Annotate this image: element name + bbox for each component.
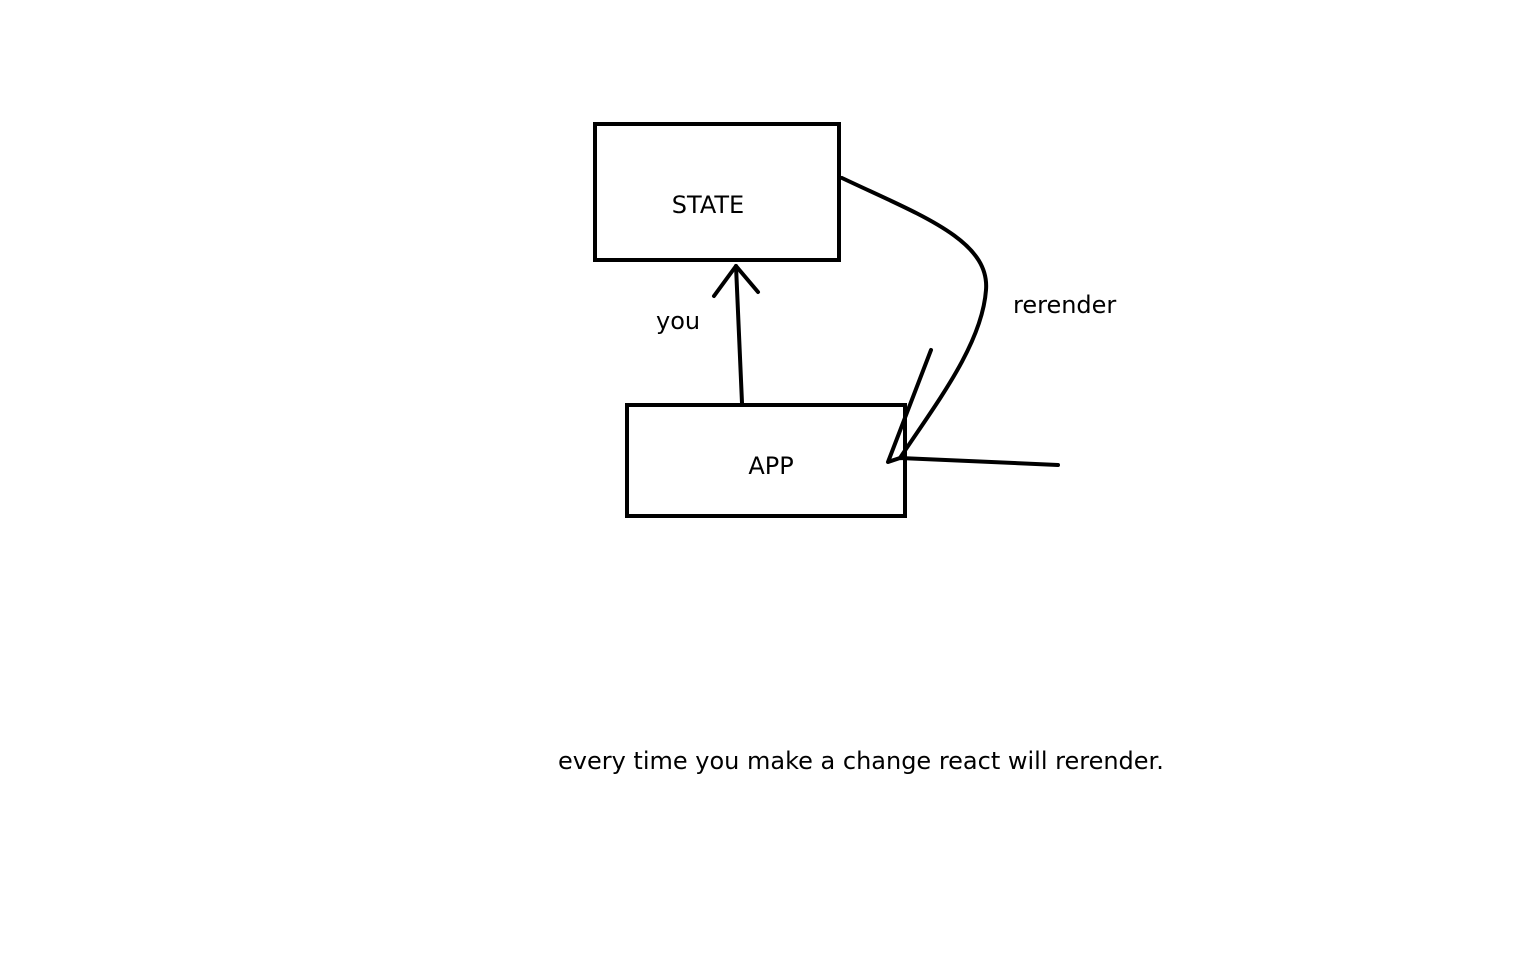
state-box bbox=[593, 122, 841, 262]
rerender-arrow-head bbox=[886, 348, 1060, 467]
rerender-edge-label: rerender bbox=[1013, 291, 1116, 319]
you-edge-label: you bbox=[656, 307, 700, 335]
rerender-arrow-curve bbox=[840, 176, 989, 460]
you-arrow-shaft bbox=[734, 264, 744, 405]
state-label: STATE bbox=[672, 191, 744, 219]
app-box bbox=[625, 403, 907, 518]
caption-text: every time you make a change react will … bbox=[558, 747, 1164, 775]
app-label: APP bbox=[748, 452, 793, 480]
you-arrow-head bbox=[712, 264, 760, 298]
